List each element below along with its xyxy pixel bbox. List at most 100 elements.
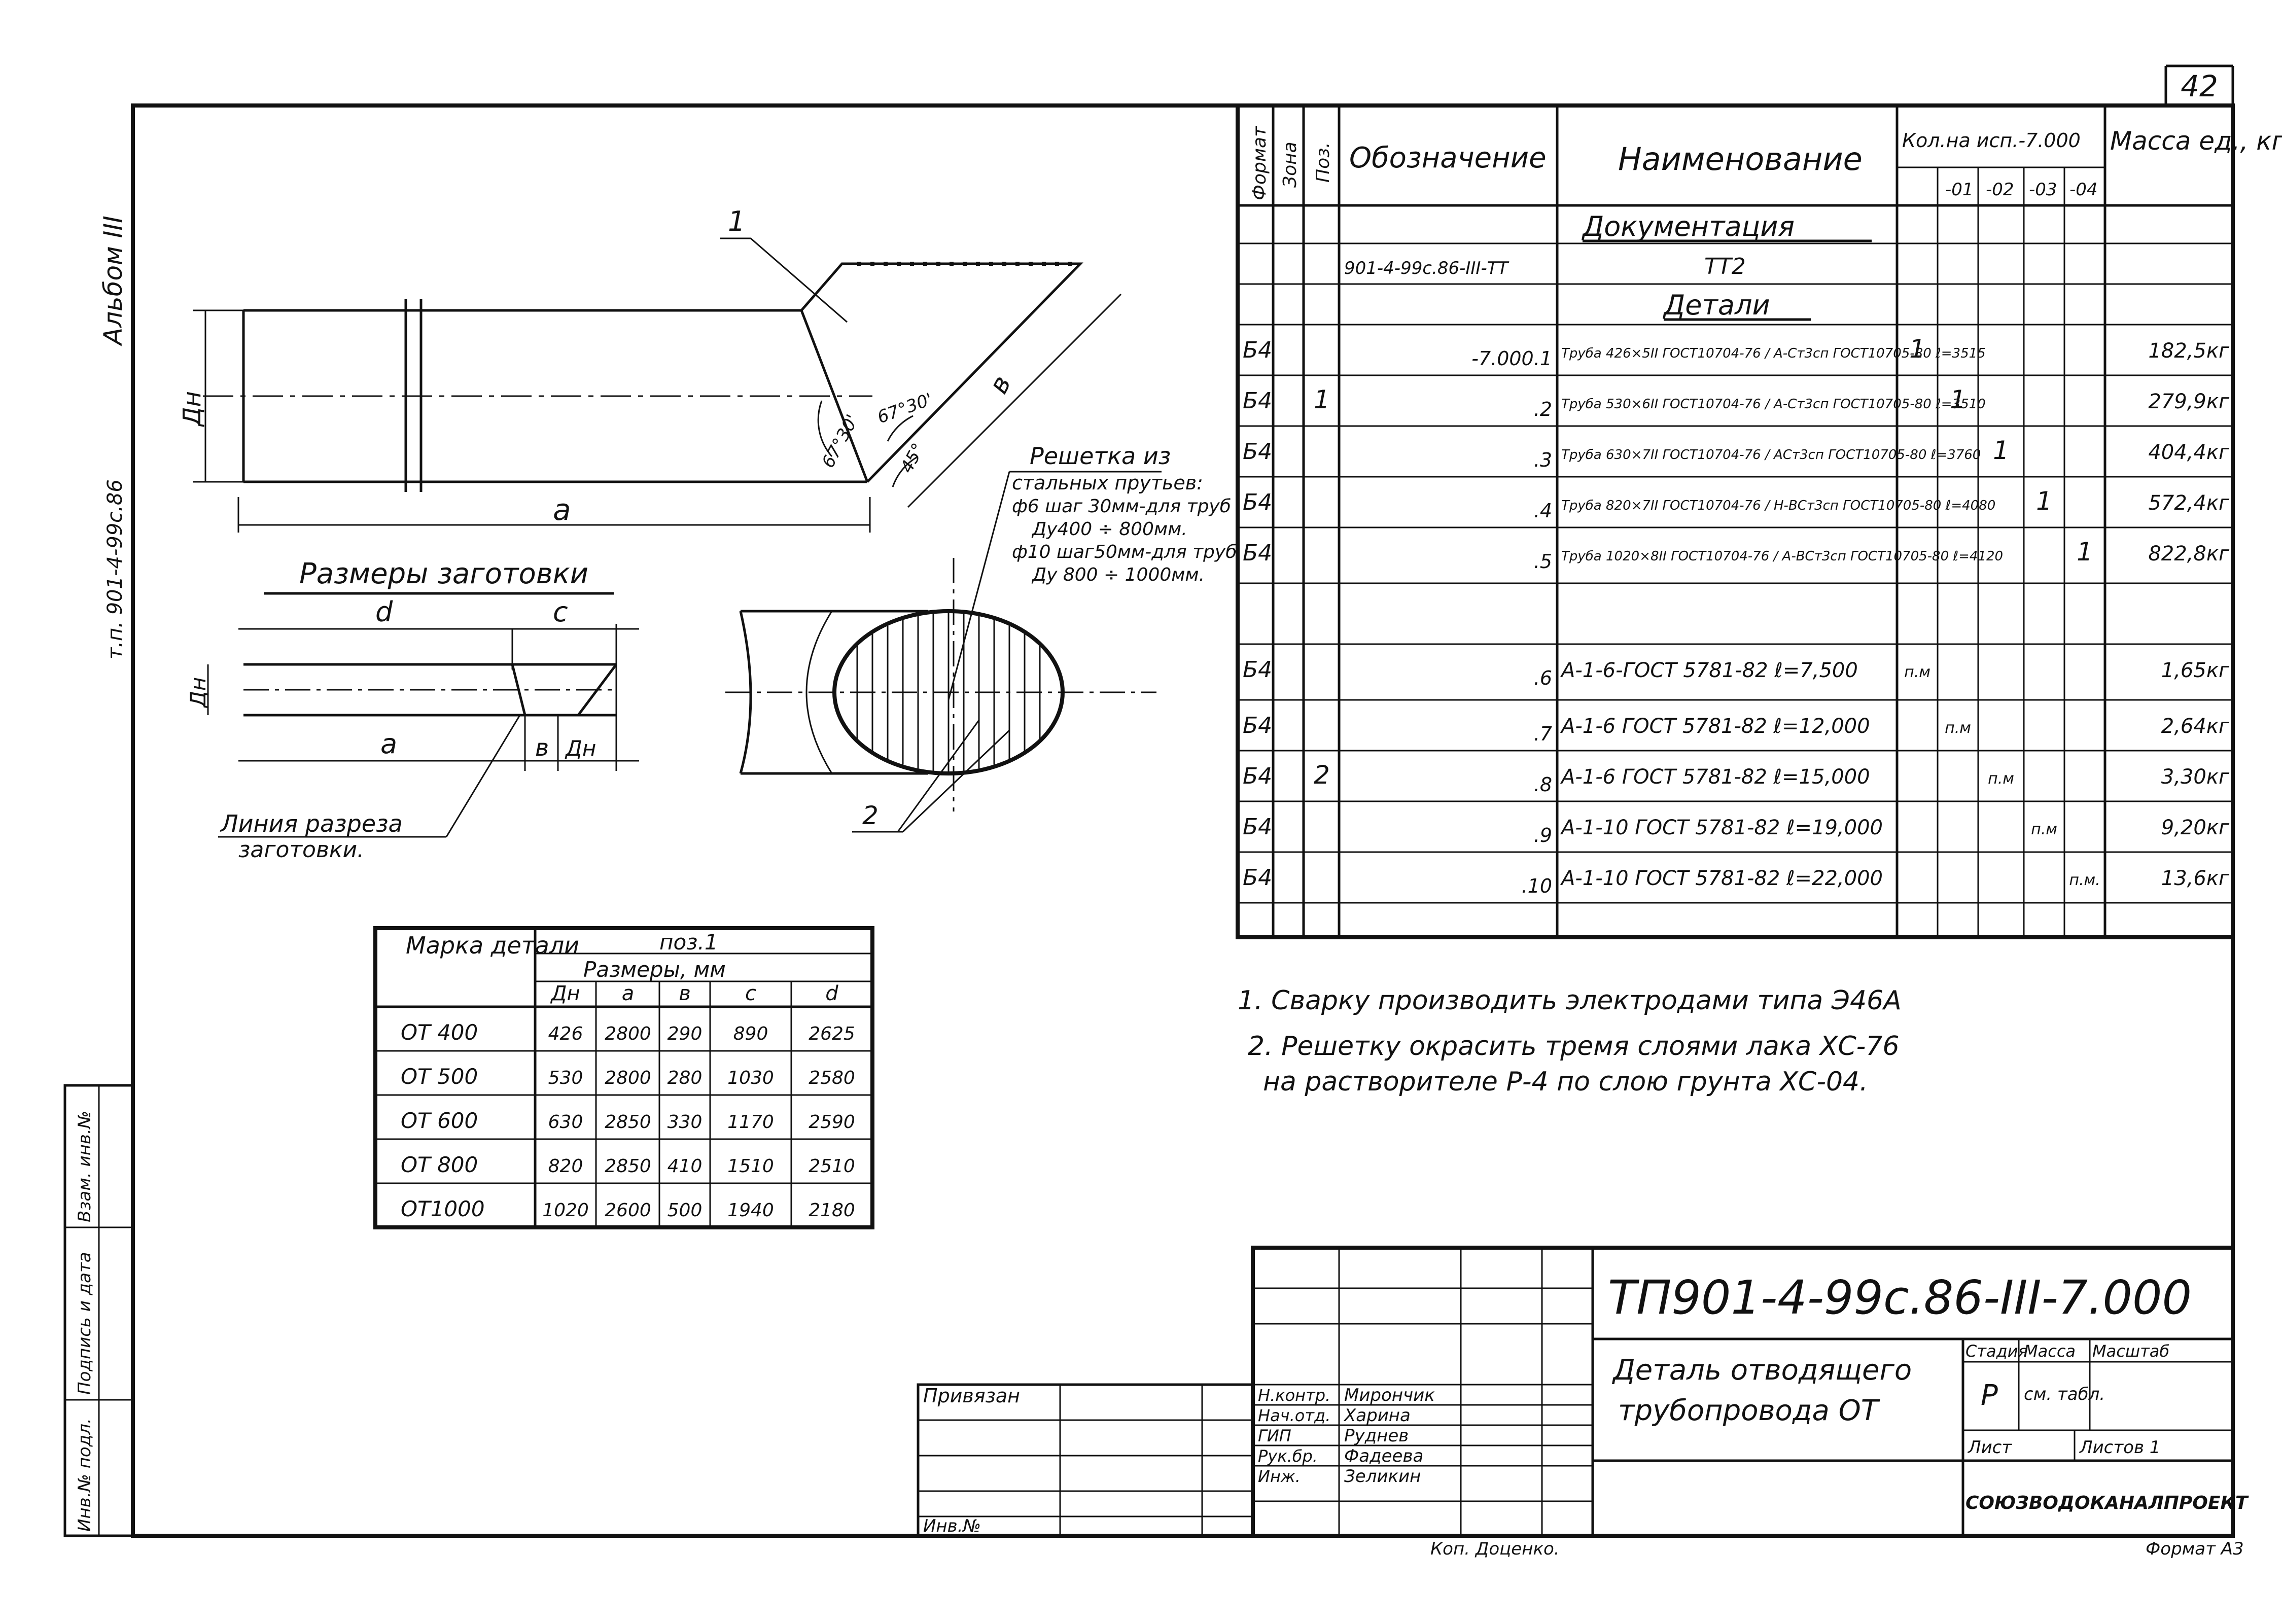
cut-line-note-0: Линия разреза <box>220 810 403 837</box>
sheet-label: Лист <box>1967 1437 2012 1458</box>
spec-mass: 182,5кг <box>2148 339 2230 363</box>
blank-cell: 290 <box>668 1023 703 1044</box>
spec-format: Б4 <box>1243 337 1272 363</box>
stage-value: Р <box>1981 1379 1998 1412</box>
spec-name: А-1-6-ГОСТ 5781-82 ℓ=7,500 <box>1560 659 1858 682</box>
spec-pos: 1 <box>1314 385 1330 414</box>
blank-col-header: c <box>745 982 756 1005</box>
hdr-designation: Обозначение <box>1349 142 1547 174</box>
blank-cell: 410 <box>668 1156 703 1177</box>
blank-c: c <box>553 596 568 628</box>
note-2: 2. Решетку окрасить тремя слоями лака ХС… <box>1248 1031 1900 1062</box>
sheets-label: Листов 1 <box>2079 1437 2160 1458</box>
blank-cell: 2850 <box>605 1112 651 1133</box>
blank-row-mark: ОТ 400 <box>401 1020 478 1045</box>
spec-designation: .10 <box>1522 875 1552 897</box>
blank-cell: 1020 <box>542 1200 589 1221</box>
spec-mass: 13,6кг <box>2161 867 2230 890</box>
spec-name: А-1-10 ГОСТ 5781-82 ℓ=19,000 <box>1560 816 1883 839</box>
tb-role: Нач.отд. <box>1258 1406 1330 1425</box>
spec-mass: 572,4кг <box>2148 491 2230 515</box>
hdr-zone: Зона <box>1280 142 1301 188</box>
hdr-qty-04: -04 <box>2069 180 2098 200</box>
hdr-qty: Кол.на исп.-7.000 <box>1902 129 2081 152</box>
blank-cell: 630 <box>548 1112 583 1133</box>
blank-cell: 280 <box>668 1068 703 1088</box>
album-label: Альбом III <box>98 216 128 346</box>
note-1: 1. Сварку производить электродами типа Э… <box>1238 985 1902 1016</box>
spec-designation: .6 <box>1534 667 1552 689</box>
doc-title-line2: трубопровода ОТ <box>1618 1394 1880 1427</box>
spec-qty: 1 <box>2036 486 2052 516</box>
grid-note: Решетка из стальных прутьев: ф6 шаг 30мм… <box>947 442 1237 700</box>
spec-name: А-1-6 ГОСТ 5781-82 ℓ=15,000 <box>1560 765 1870 789</box>
spec-mass: 404,4кг <box>2148 441 2230 464</box>
sheet-number: 42 <box>2181 69 2218 103</box>
blank-b: в <box>535 734 549 761</box>
format-label: Формат А3 <box>2146 1539 2244 1559</box>
spec-mass: 3,30кг <box>2161 765 2230 789</box>
side-stamp-signature: Подпись и дата <box>75 1252 95 1395</box>
spec-qty: п.м <box>1988 770 2014 788</box>
section-docs: Документация <box>1582 210 1795 242</box>
blank-cell: 500 <box>668 1200 703 1221</box>
blank-col-header: Дн <box>550 982 580 1005</box>
spec-qty: 1 <box>1950 385 1966 414</box>
blank-row-mark: ОТ 500 <box>401 1064 478 1089</box>
tb-name: Руднев <box>1344 1426 1409 1446</box>
dim-b: в <box>984 371 1017 399</box>
doc-title-line1: Деталь отводящего <box>1611 1354 1912 1387</box>
notes: 1. Сварку производить электродами типа Э… <box>1238 985 1902 1097</box>
blank-dn-right: Дн <box>565 736 596 761</box>
tb-role: Инж. <box>1258 1467 1301 1486</box>
spec-qty: 1 <box>1993 436 2009 465</box>
tb-name: Мирончик <box>1344 1385 1435 1405</box>
spec-format: Б4 <box>1243 657 1272 683</box>
blank-dn-left: Дн <box>186 677 210 709</box>
bound-label: Привязан <box>923 1385 1020 1407</box>
spec-name: Труба 630×7II ГОСТ10704-76 / АСт3сп ГОСТ… <box>1561 447 1981 463</box>
spec-qty: 1 <box>1909 334 1925 364</box>
blank-cell: 2600 <box>605 1200 651 1221</box>
hdr-pos: поз.1 <box>659 930 718 955</box>
blank-view: Размеры заготовки d c Дн a в Дн Линия ра… <box>186 557 639 863</box>
blank-col-header: в <box>679 982 691 1005</box>
doc-code: ТП901-4-99с.86-III-7.000 <box>1608 1270 2192 1325</box>
spec-format: Б4 <box>1243 489 1272 515</box>
blank-cell: 820 <box>548 1156 583 1177</box>
spec-name: А-1-10 ГОСТ 5781-82 ℓ=22,000 <box>1560 867 1883 890</box>
stage-label: Стадия <box>1965 1341 2028 1361</box>
inv-label: Инв.№ <box>923 1516 981 1536</box>
spec-pos: 2 <box>1314 760 1330 790</box>
hdr-name: Наименование <box>1618 140 1863 178</box>
blank-cell: 330 <box>668 1112 703 1133</box>
spec-qty: п.м. <box>2069 871 2100 889</box>
grid-note-5: Ду 800 ÷ 1000мм. <box>1031 564 1205 585</box>
tb-role: ГИП <box>1258 1426 1291 1445</box>
spec-name: Труба 530×6II ГОСТ10704-76 / А-Ст3сп ГОС… <box>1561 397 1986 412</box>
blank-cell: 2590 <box>809 1112 855 1133</box>
spec-format: Б4 <box>1243 763 1272 789</box>
copied-by: Коп. Доценко. <box>1430 1539 1560 1559</box>
tb-name: Фадеева <box>1344 1446 1423 1466</box>
grid-note-1: стальных прутьев: <box>1012 472 1203 494</box>
spec-name: Труба 820×7II ГОСТ10704-76 / Н-ВСт3сп ГО… <box>1561 498 1995 513</box>
side-stamp-inv: Инв.№ подл. <box>75 1418 95 1532</box>
blank-row-mark: ОТ 800 <box>401 1152 478 1177</box>
callout-1: 1 <box>728 205 745 237</box>
spec-designation: .9 <box>1534 824 1552 846</box>
note-3: на растворителе Р-4 по слою грунта ХС-04… <box>1263 1067 1868 1097</box>
mass-value: см. табл. <box>2024 1384 2105 1404</box>
blank-cell: 2180 <box>809 1200 855 1221</box>
grid-note-0: Решетка из <box>1030 442 1171 470</box>
spec-name: Труба 1020×8II ГОСТ10704-76 / А-ВСт3сп Г… <box>1561 549 2003 564</box>
blank-row-mark: ОТ 600 <box>401 1108 478 1133</box>
spec-mass: 279,9кг <box>2148 390 2230 413</box>
blank-col-header: a <box>622 982 635 1005</box>
grid-note-3: Ду400 ÷ 800мм. <box>1031 519 1187 540</box>
blank-cell: 426 <box>548 1023 583 1044</box>
spec-mass: 2,64кг <box>2161 715 2230 738</box>
spec-designation: .3 <box>1534 449 1552 471</box>
